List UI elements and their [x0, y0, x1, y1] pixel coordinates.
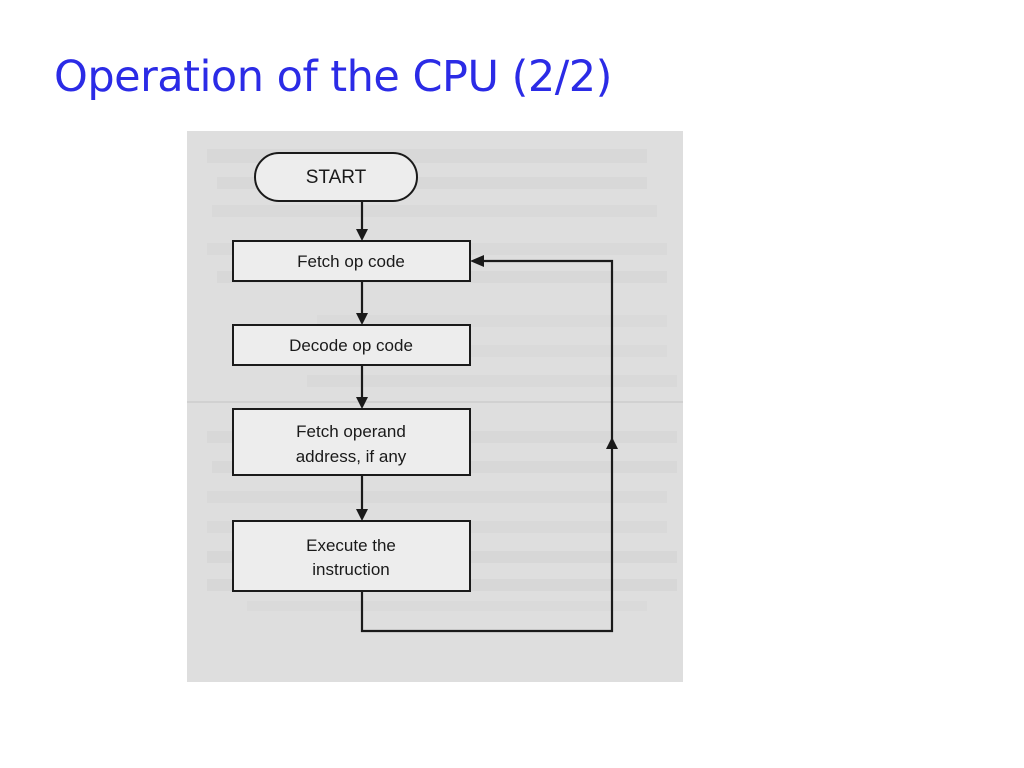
step-fetch-op-code-box: [232, 240, 471, 282]
arrowhead-down-1: [356, 229, 368, 241]
loop-back-arrowhead-left: [470, 255, 484, 267]
slide-title: Operation of the CPU (2/2): [54, 52, 612, 102]
flowchart-diagram: START Fetch op code Decode op code Fetch…: [187, 149, 683, 633]
loop-back-connector: [360, 259, 614, 633]
arrowhead-down-4: [356, 509, 368, 521]
step-decode-op-code-box: [232, 324, 471, 366]
step-decode-op-code-label: Decode op code: [289, 336, 413, 355]
flowchart-image: START Fetch op code Decode op code Fetch…: [187, 131, 683, 682]
step-execute-box: [232, 520, 471, 592]
start-label: START: [306, 167, 367, 188]
start-terminator: [254, 152, 418, 202]
step-execute-label-line2: instruction: [312, 560, 389, 579]
step-fetch-operand-box: [232, 408, 471, 476]
step-fetch-op-code-label: Fetch op code: [297, 252, 405, 271]
arrowhead-down-2: [356, 313, 368, 325]
step-fetch-operand-label-line1: Fetch operand: [296, 422, 406, 441]
step-execute-label-line1: Execute the: [306, 536, 396, 555]
step-fetch-operand-label-line2: address, if any: [296, 447, 407, 466]
loop-back-arrowhead-up: [606, 437, 618, 449]
arrowhead-down-3: [356, 397, 368, 409]
